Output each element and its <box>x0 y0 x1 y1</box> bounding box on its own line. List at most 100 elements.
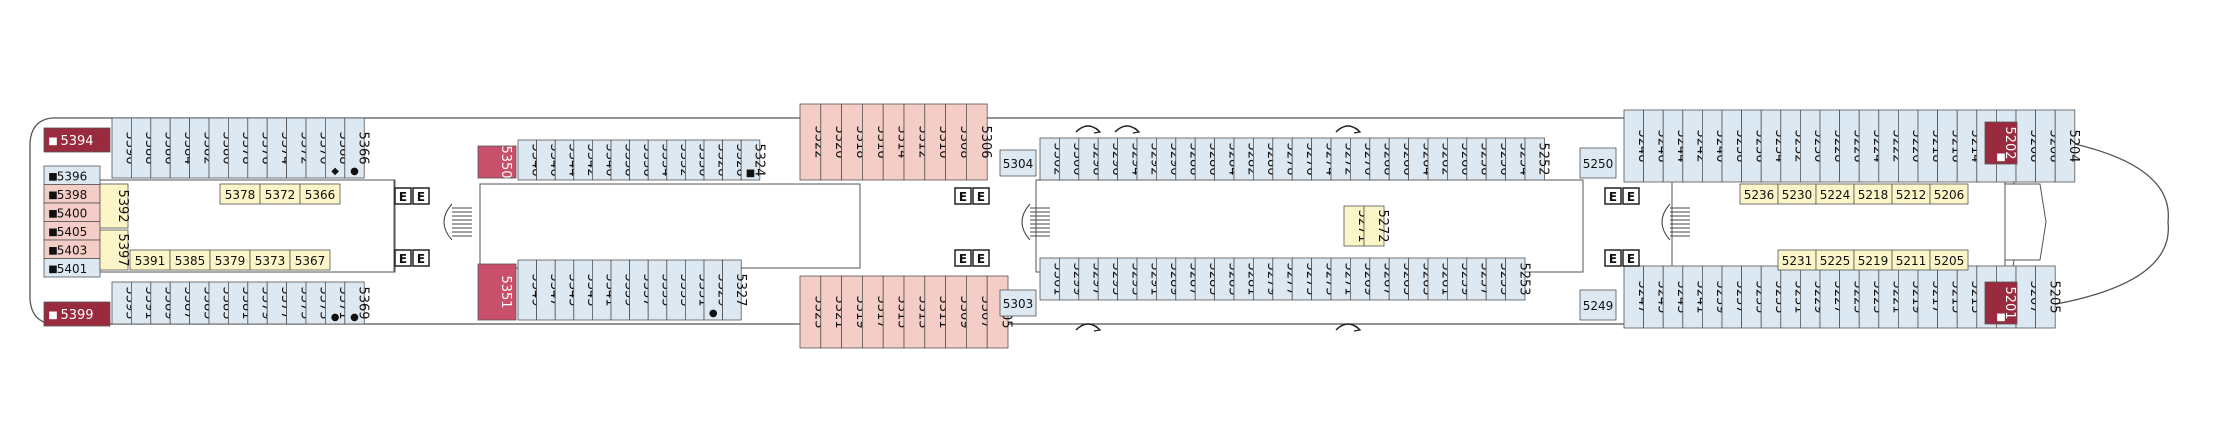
cabin-5401[interactable]: 5401■ <box>43 258 101 278</box>
cabin-box <box>2035 265 2056 329</box>
connecting-arrow-icon <box>1075 323 1102 332</box>
cabin-box <box>1579 147 1617 179</box>
cabin-5304[interactable]: 5304 <box>999 149 1037 177</box>
cabin-box <box>299 183 341 205</box>
cabin-5205[interactable]: 5205 <box>1929 249 1969 271</box>
cabin-5235[interactable]: 5235 <box>1741 265 1768 329</box>
cabin-5378[interactable]: 5378 <box>219 183 261 205</box>
cabin-number: 5252 <box>1536 142 1551 175</box>
cabin-5253[interactable]: 5253 <box>1505 257 1532 301</box>
cabin-5220[interactable]: 5220 <box>1898 109 1924 183</box>
cabin-5224[interactable]: 5224 <box>1815 183 1855 205</box>
cabin-box <box>722 259 742 321</box>
cabin-number: 5385 <box>175 254 206 268</box>
connecting-arrow-icon <box>1075 125 1102 134</box>
cabin-5327[interactable]: 5327 <box>722 259 748 321</box>
cabin-5392[interactable]: 5392 <box>99 183 130 229</box>
cabin-5350[interactable]: 5350 <box>477 145 517 179</box>
cabin-5400[interactable]: 5400■ <box>43 202 101 222</box>
cabin-number: 5205 <box>1934 254 1965 268</box>
cabin-5212[interactable]: 5212 <box>1891 183 1931 205</box>
cabin-5403[interactable]: 5403■ <box>43 239 101 259</box>
accessibility-mark: ◆ <box>331 166 339 177</box>
cabin-5272[interactable]: 5272 <box>1363 205 1390 247</box>
cabin-5257[interactable]: 5257 <box>1466 257 1493 301</box>
elevator-icon: E <box>1622 249 1640 267</box>
cabin-5367[interactable]: 5367 <box>289 249 331 271</box>
accessibility-mark: ● <box>350 166 359 177</box>
cabin-5225[interactable]: 5225 <box>1815 249 1855 271</box>
cabin-number: 5400 <box>57 206 88 220</box>
cabin-box <box>1524 137 1545 181</box>
svg-text:E: E <box>959 190 967 204</box>
cabin-5379[interactable]: 5379 <box>209 249 251 271</box>
cabin-box <box>477 263 517 321</box>
cabin-number: 5403 <box>57 243 88 257</box>
cabin-number: 5204 <box>2066 129 2081 162</box>
cabin-5236[interactable]: 5236 <box>1739 183 1779 205</box>
cabin-5398[interactable]: 5398■ <box>43 184 101 204</box>
accessibility-mark: ■ <box>48 264 57 275</box>
elevator-icon: E <box>412 249 430 267</box>
cabin-5230[interactable]: 5230 <box>1777 183 1817 205</box>
cabin-5206[interactable]: 5206 <box>1929 183 1969 205</box>
suite-5202[interactable]: 5202■ <box>1984 121 2018 165</box>
cabin-number: 5304 <box>1003 157 1034 171</box>
cabin-5306[interactable]: 5306 <box>966 103 993 181</box>
accessibility-mark: ■ <box>48 171 57 182</box>
cabin-5351[interactable]: 5351 <box>477 263 517 321</box>
cabin-5372[interactable]: 5372 <box>259 183 301 205</box>
cabin-5205[interactable]: 5205 <box>2035 265 2062 329</box>
cabin-5366[interactable]: 5366● <box>344 117 371 179</box>
cabin-5405[interactable]: 5405■ <box>43 221 101 241</box>
suite-5201[interactable]: 5201■ <box>1984 281 2018 325</box>
cabin-5303[interactable]: 5303 <box>999 289 1037 317</box>
svg-text:E: E <box>417 252 425 266</box>
cabin-box <box>99 229 129 271</box>
cabin-number: 5366 <box>305 188 336 202</box>
cabin-box <box>740 139 761 181</box>
cabin-5211[interactable]: 5211 <box>1891 249 1931 271</box>
cabin-5252[interactable]: 5252 <box>1524 137 1551 181</box>
cabin-number: 5205 <box>2046 280 2061 313</box>
cabin-number: 5401 <box>57 262 88 276</box>
cabin-number: 5394 <box>60 134 93 149</box>
cabin-5204[interactable]: 5204 <box>2054 109 2081 183</box>
cabin-5369[interactable]: 5369● <box>344 281 371 325</box>
cabin-5397[interactable]: 5397 <box>99 229 130 271</box>
cabin-number: 5218 <box>1858 188 1889 202</box>
cabin-number: 5206 <box>1934 188 1965 202</box>
cabin-5385[interactable]: 5385 <box>169 249 211 271</box>
cabin-5328[interactable]: 5328 <box>703 139 729 181</box>
cabin-5366[interactable]: 5366 <box>299 183 341 205</box>
cabin-5396[interactable]: 5396■ <box>43 165 101 185</box>
accessibility-mark: ■ <box>746 168 755 179</box>
cabin-5231[interactable]: 5231 <box>1777 249 1817 271</box>
cabin-number: 5369 <box>356 286 371 319</box>
cabin-5391[interactable]: 5391 <box>129 249 171 271</box>
cabin-5218[interactable]: 5218 <box>1853 183 1893 205</box>
suite-5394[interactable]: 5394■ <box>43 127 111 153</box>
cabin-5373[interactable]: 5373 <box>249 249 291 271</box>
cabin-number: 5306 <box>978 125 993 158</box>
elevator-icon: E <box>954 249 972 267</box>
cabin-5219[interactable]: 5219 <box>1853 249 1893 271</box>
cabin-5375[interactable]: 5375 <box>286 281 313 325</box>
cabin-number: 5201 <box>2002 286 2017 319</box>
cabin-5324[interactable]: 5324■ <box>740 139 767 181</box>
cabin-number: 5249 <box>1583 299 1614 313</box>
suite-5399[interactable]: 5399■ <box>43 301 111 327</box>
cabin-number: 5212 <box>1896 188 1927 202</box>
cabin-box <box>43 127 111 153</box>
cabin-5216[interactable]: 5216 <box>1937 109 1964 183</box>
cabin-number: 5373 <box>255 254 286 268</box>
accessibility-mark: ● <box>709 308 718 319</box>
cabin-5250[interactable]: 5250 <box>1579 147 1617 179</box>
cabin-number: 5372 <box>265 188 296 202</box>
cabin-5249[interactable]: 5249 <box>1579 289 1617 321</box>
cabin-box <box>289 249 331 271</box>
cabin-number: 5225 <box>1820 254 1851 268</box>
svg-text:E: E <box>417 190 425 204</box>
